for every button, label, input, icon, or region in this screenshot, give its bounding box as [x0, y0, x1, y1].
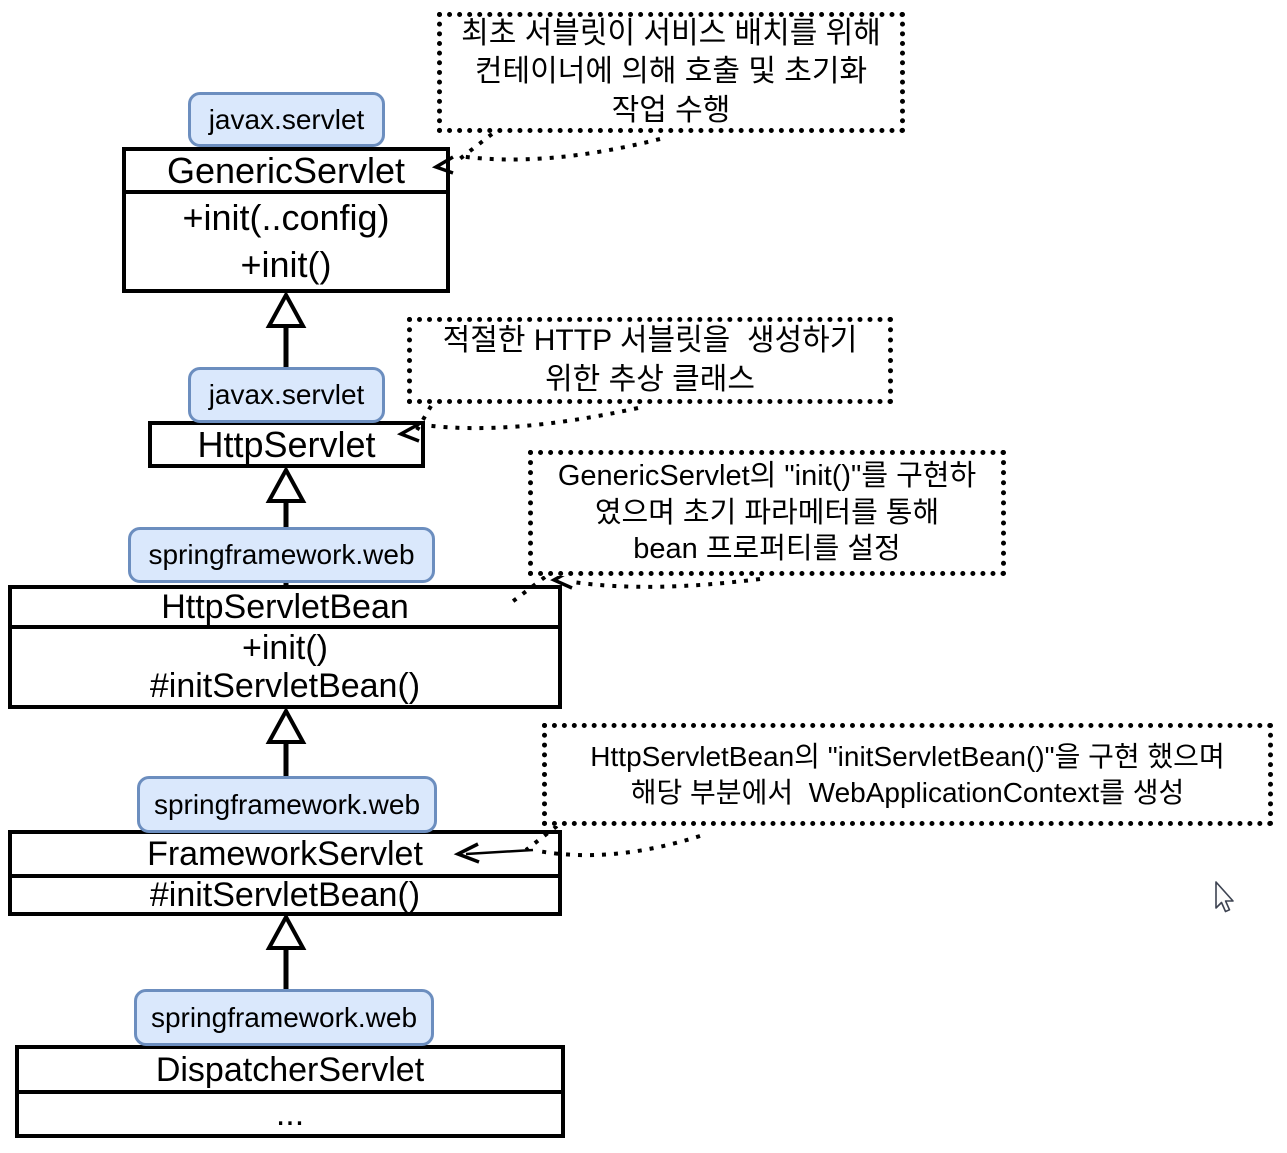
class-members: +init() #initServletBean() — [12, 629, 558, 705]
class-box-httpservletbean: HttpServletBean +init() #initServletBean… — [8, 585, 562, 709]
package-tag-springframework-web: springframework.web — [137, 776, 437, 833]
package-tag-javax-servlet: javax.servlet — [188, 92, 385, 147]
note-httpservlet: 적절한 HTTP 서블릿을 생성하기 위한 추상 클래스 — [407, 317, 893, 404]
class-member: +init() — [242, 629, 328, 667]
class-members: ... — [19, 1094, 561, 1134]
note-line: GenericServlet의 "init()"를 구현하 — [557, 459, 977, 492]
class-title: HttpServlet — [197, 423, 376, 465]
class-box-frameworkservlet: FrameworkServlet #initServletBean() — [8, 830, 562, 916]
leader-line — [431, 132, 661, 175]
note-genericservlet: 최초 서블릿이 서비스 배치를 위해 컨테이너에 의해 호출 및 초기화 작업 … — [437, 12, 905, 133]
note-line: 컨테이너에 의해 호출 및 초기화 — [474, 55, 868, 89]
note-httpservletbean: GenericServlet의 "init()"를 구현하 였으며 초기 파라메… — [528, 450, 1006, 576]
note-line: 해당 부분에서 WebApplicationContext를 생성 — [630, 776, 1185, 808]
note-line: 위한 추상 클래스 — [545, 362, 755, 396]
class-member: +init(..config) — [182, 196, 390, 238]
package-tag-javax-servlet: javax.servlet — [188, 367, 385, 423]
class-box-dispatcherservlet: DispatcherServlet ... — [15, 1045, 565, 1138]
note-line: 였으며 초기 파라메터를 통해 — [594, 496, 940, 529]
class-box-genericservlet: GenericServlet +init(..config) +init() — [122, 147, 450, 293]
class-members: +init(..config) +init() — [126, 194, 446, 289]
note-line: 작업 수행 — [611, 93, 731, 127]
note-line: HttpServletBean의 "initServletBean()"을 구현… — [590, 740, 1225, 772]
class-title: FrameworkServlet — [12, 834, 558, 878]
class-member: ... — [275, 1095, 305, 1133]
class-member: #initServletBean() — [149, 876, 421, 914]
note-line: bean 프로퍼티를 설정 — [633, 533, 901, 566]
class-title: GenericServlet — [126, 151, 446, 194]
class-title: DispatcherServlet — [19, 1049, 561, 1094]
class-member: +init() — [240, 244, 332, 286]
class-members: #initServletBean() — [12, 878, 558, 912]
class-member: #initServletBean() — [149, 667, 421, 705]
class-title: HttpServletBean — [12, 589, 558, 629]
package-tag-springframework-web: springframework.web — [134, 989, 434, 1046]
package-tag-springframework-web: springframework.web — [128, 527, 435, 583]
note-line: 적절한 HTTP 서블릿을 생성하기 — [442, 324, 858, 358]
note-frameworkservlet: HttpServletBean의 "initServletBean()"을 구현… — [542, 723, 1273, 826]
note-line: 최초 서블릿이 서비스 배치를 위해 — [461, 17, 881, 51]
class-box-httpservlet: HttpServlet — [148, 421, 425, 468]
leader-line — [396, 404, 639, 443]
mouse-cursor-icon — [1215, 881, 1234, 913]
